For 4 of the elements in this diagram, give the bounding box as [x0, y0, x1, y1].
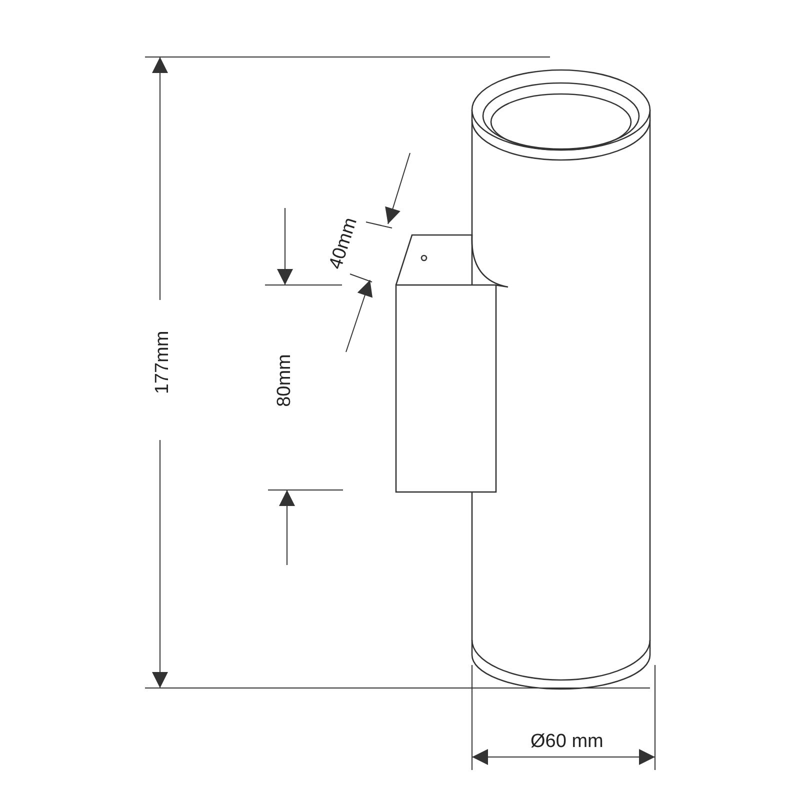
dimension-label: 177mm: [152, 330, 172, 394]
dimension-label: 40mm: [326, 214, 360, 272]
dimension-label: 80mm: [274, 354, 294, 406]
dimension-label: Ø60 mm: [530, 732, 604, 750]
